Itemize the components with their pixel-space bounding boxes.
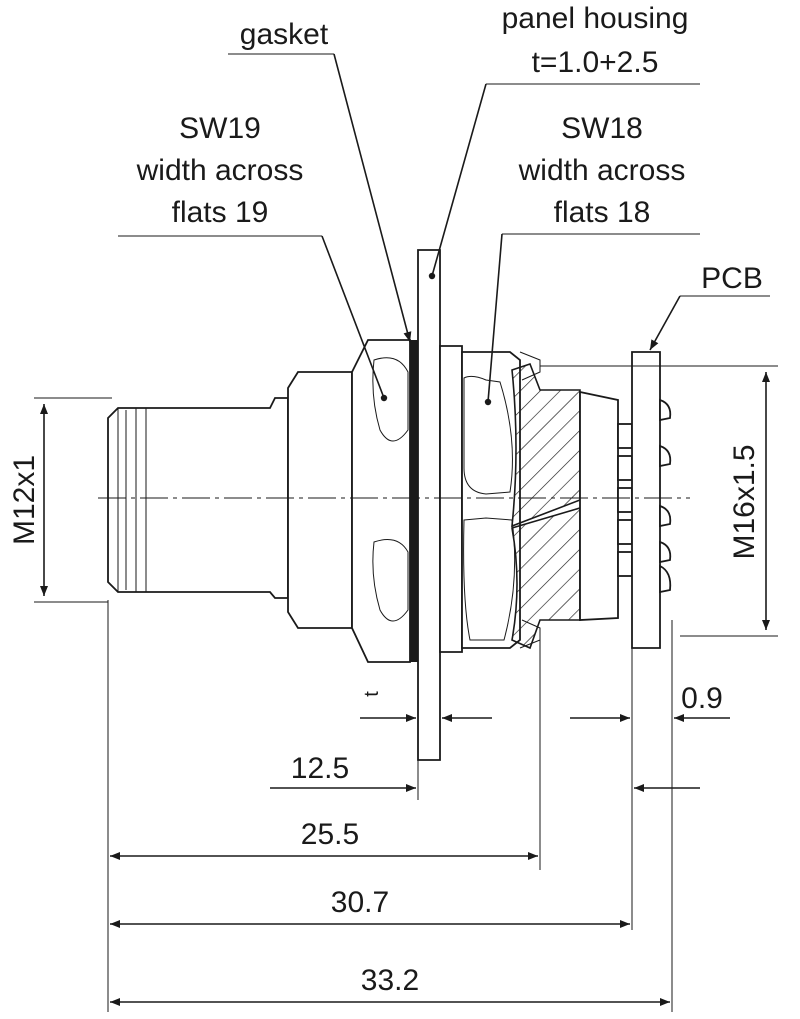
label-sw18-desc-2: flats 18 xyxy=(554,196,651,229)
dim-12-5: 12.5 xyxy=(291,752,349,785)
label-panel-housing: panel housing xyxy=(502,2,689,35)
dim-t-symbol: t xyxy=(361,691,383,697)
thread-dimensions: M12x1 M16x1.5 xyxy=(8,365,778,637)
panel-housing xyxy=(417,249,441,761)
label-pcb: PCB xyxy=(701,262,763,295)
label-sw19-desc-1: width across xyxy=(136,154,304,187)
sw18-hex-nut xyxy=(439,345,463,653)
label-sw18-desc-1: width across xyxy=(518,154,686,187)
dim-pcb-gap: 0.9 xyxy=(681,682,723,715)
leader-lines xyxy=(118,53,770,406)
rear-housing xyxy=(579,390,619,621)
label-sw18: SW18 xyxy=(561,112,643,145)
label-sw19-desc-2: flats 19 xyxy=(172,196,269,229)
callout-labels: gasket panel housing t=1.0+2.5 SW19 widt… xyxy=(136,2,763,295)
label-sw19: SW19 xyxy=(179,112,261,145)
length-dimensions: t 0.9 12.5 25.5 30.7 33.2 xyxy=(107,600,730,1012)
dim-25-5: 25.5 xyxy=(301,818,359,851)
connector-body xyxy=(107,249,672,761)
label-panel-thickness: t=1.0+2.5 xyxy=(532,46,659,79)
gasket xyxy=(410,340,418,662)
dim-m12x1: M12x1 xyxy=(8,455,41,545)
sectioned-body xyxy=(511,362,581,528)
connector-neck xyxy=(287,371,353,629)
dim-30-7: 30.7 xyxy=(331,886,389,919)
label-gasket: gasket xyxy=(240,18,329,51)
pcb xyxy=(631,351,661,649)
dim-m16x1-5: M16x1.5 xyxy=(728,444,761,559)
dim-33-2: 33.2 xyxy=(361,964,419,997)
